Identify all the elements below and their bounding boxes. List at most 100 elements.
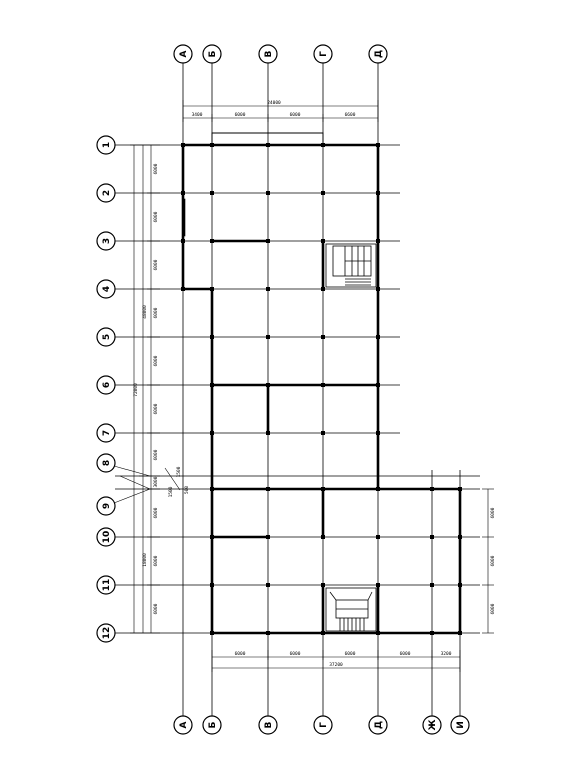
bottom-dim-span-5: 3200: [441, 651, 452, 657]
bottom-dim-span-1: 6000: [235, 651, 246, 657]
row-axis-label-4: 4: [102, 286, 112, 292]
column-54: [181, 191, 185, 195]
bottom-axis-label-6: Ж: [428, 719, 438, 730]
column-26: [376, 335, 380, 339]
row-axis-label-10: 10: [102, 531, 112, 544]
column-49: [458, 487, 462, 491]
column-45: [430, 487, 434, 491]
row-axis-label-6: 6: [102, 382, 112, 388]
right-dimension-chain: 6000 6000 6000: [482, 488, 496, 634]
column-23: [376, 191, 380, 195]
column-51: [458, 583, 462, 587]
column-55: [181, 239, 185, 243]
column-53: [181, 143, 185, 147]
column-19: [321, 335, 325, 339]
column-39: [321, 583, 325, 587]
bottom-axis-label-1: А: [179, 721, 189, 728]
left-small-label-2: 1500: [168, 486, 174, 497]
column-12: [266, 335, 270, 339]
column-43: [376, 583, 380, 587]
column-25: [376, 287, 380, 291]
column-52: [458, 631, 462, 635]
row-axis-label-8: 8: [102, 460, 112, 466]
top-axis-label-1: А: [179, 50, 189, 57]
bottom-axis-label-7: И: [456, 721, 466, 729]
left-dim-span-2: 6000: [153, 211, 159, 222]
row-axis-label-2: 2: [102, 190, 112, 196]
columns: [181, 143, 462, 635]
left-dim-span-5: 6000: [153, 355, 159, 366]
leader-line-8: [113, 465, 151, 477]
column-21: [321, 431, 325, 435]
top-dim-span-2: 6000: [235, 112, 246, 118]
column-28: [376, 431, 380, 435]
column-46: [430, 535, 434, 539]
top-dimension-chain: 24000 3400 6000 6000 6600: [182, 100, 379, 122]
column-50: [458, 535, 462, 539]
left-dim-span-4: 6000: [153, 307, 159, 318]
right-dim-span-2: 6000: [490, 555, 496, 566]
stair-lower: [325, 587, 377, 632]
row-axis-label-5: 5: [102, 334, 112, 340]
top-dim-span-4: 6600: [345, 112, 356, 118]
column-15: [321, 143, 325, 147]
leader-line-9: [113, 488, 151, 504]
column-3: [210, 239, 214, 243]
bottom-dim-overall: 37200: [329, 662, 343, 668]
column-22: [376, 143, 380, 147]
vertical-grid-lines: [182, 62, 461, 716]
column-40: [321, 631, 325, 635]
row-axis-label-1: 1: [102, 142, 112, 148]
column-56: [181, 287, 185, 291]
column-20: [321, 383, 325, 387]
column-10: [266, 239, 270, 243]
column-2: [210, 191, 214, 195]
left-dim-span-1: 6000: [153, 163, 159, 174]
column-24: [376, 239, 380, 243]
bottom-axis-bubbles: А Б В Г Д Ж И: [173, 715, 470, 735]
column-47: [430, 583, 434, 587]
column-13: [266, 383, 270, 387]
right-dim-span-1: 6000: [490, 507, 496, 518]
left-dim-overall: 72000: [133, 383, 139, 397]
column-34: [266, 535, 270, 539]
top-dim-overall: 24000: [267, 100, 281, 106]
column-31: [210, 583, 214, 587]
left-dim-subtotal-1: 48000: [142, 305, 148, 319]
bottom-dim-span-3: 6000: [345, 651, 356, 657]
column-9: [266, 191, 270, 195]
left-small-label-1: 1500: [176, 466, 182, 477]
column-5: [210, 335, 214, 339]
exterior-walls: [181, 143, 462, 635]
column-4: [210, 287, 214, 291]
column-38: [321, 535, 325, 539]
left-small-label-3: 500: [184, 486, 190, 494]
row-axis-bubbles: 1 2 3 4 5 6 7 8 9 10 11 12: [96, 135, 116, 643]
bottom-axis-label-5: Д: [374, 721, 384, 729]
bottom-dim-span-2: 6000: [290, 651, 301, 657]
row-axis-label-12: 12: [102, 627, 112, 640]
left-dimension-chain: 72000 48000 18000 6000 6000 6000 6000 60…: [119, 144, 190, 634]
left-dim-span-11: 6000: [153, 555, 159, 566]
row-axis-label-7: 7: [102, 430, 112, 436]
column-32: [210, 631, 214, 635]
column-6: [210, 383, 214, 387]
interior-walls: [182, 198, 380, 635]
column-33: [266, 487, 270, 491]
column-29: [210, 487, 214, 491]
column-1: [210, 143, 214, 147]
bottom-axis-label-4: Г: [319, 722, 329, 728]
left-dim-span-6: 6000: [153, 403, 159, 414]
top-axis-bubbles: А Б В Г Д: [173, 44, 388, 64]
top-axis-label-3: В: [264, 50, 274, 57]
column-44: [376, 631, 380, 635]
column-18: [321, 287, 325, 291]
left-dim-span-7: 6000: [153, 449, 159, 460]
column-48: [430, 631, 434, 635]
right-dim-span-3: 6000: [490, 603, 496, 614]
left-dim-span-3: 6000: [153, 259, 159, 270]
bottom-axis-label-2: Б: [208, 721, 218, 728]
top-axis-label-2: Б: [208, 50, 218, 57]
column-27: [376, 383, 380, 387]
